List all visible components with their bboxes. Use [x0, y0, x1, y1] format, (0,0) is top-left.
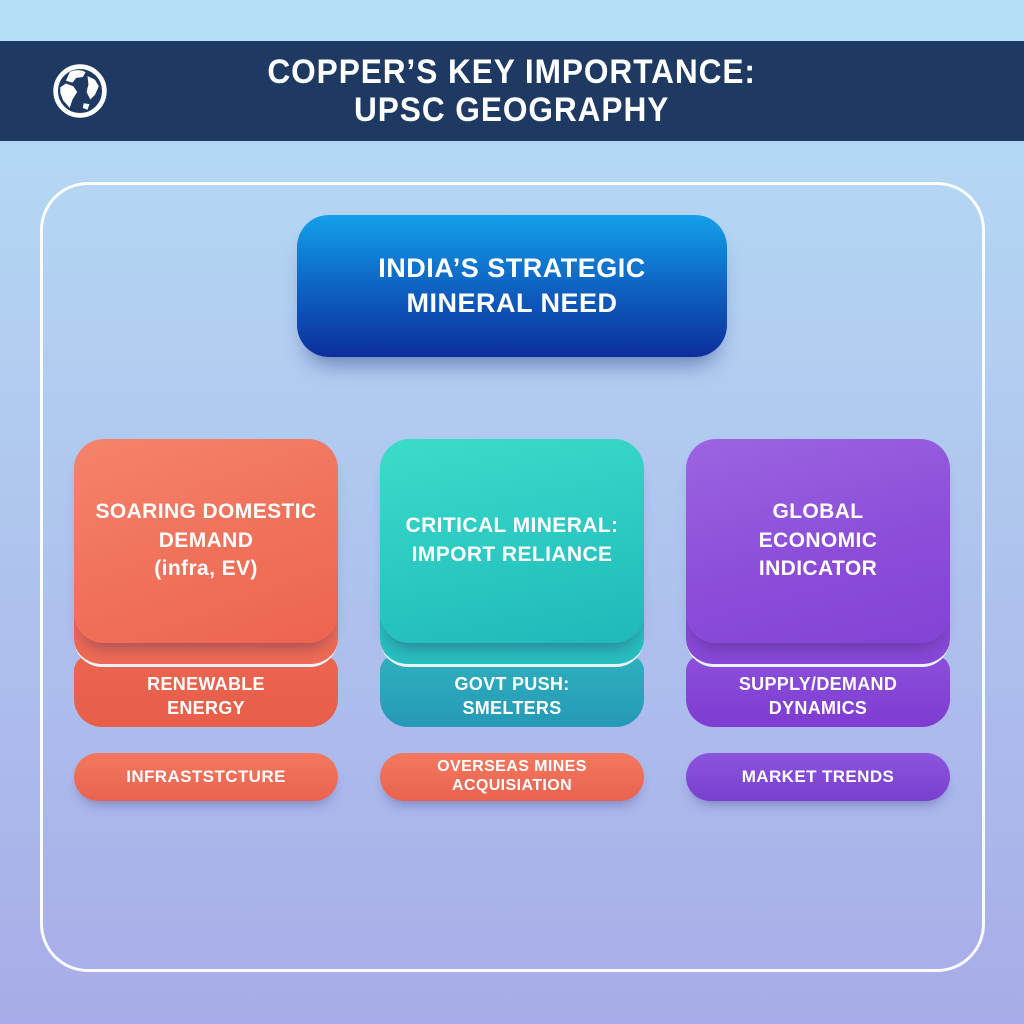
card-text-line: CRITICAL MINERAL: [405, 514, 619, 538]
card-text-line: ENERGY [167, 698, 245, 718]
pill-text-line: MARKET TRENDS [741, 766, 895, 786]
top-strip [0, 0, 1024, 41]
main-card-soaring-domestic-demand: SOARING DOMESTIC DEMAND (infra, EV) [74, 439, 338, 643]
main-card-critical-mineral-import-reliance: CRITICAL MINERAL: IMPORT RELIANCE [380, 439, 644, 643]
sub-card-renewable-energy: RENEWABLE ENERGY [74, 655, 338, 727]
root-node-strategic-mineral-need: INDIA’S STRATEGIC MINERAL NEED [297, 215, 727, 357]
card-text-line: GLOBAL [772, 499, 864, 523]
pill-market-trends: MARKET TRENDS [686, 753, 950, 801]
column-soaring-domestic-demand: SOARING DOMESTIC DEMAND (infra, EV) RENE… [74, 439, 338, 801]
card-text-line: GOVT PUSH: [454, 673, 570, 694]
pill-overseas-mines-acquisition: OVERSEAS MINES ACQUISIATION [380, 753, 644, 801]
pill-text-line: ACQUISIATION [451, 777, 573, 794]
globe-icon [50, 61, 110, 121]
column-global-economic-indicator: GLOBAL ECONOMIC INDICATOR SUPPLY/DEMAND … [686, 439, 950, 801]
page-title: COPPER’S KEY IMPORTANCE: UPSC GEOGRAPHY [268, 53, 756, 129]
page-title-line2: UPSC GEOGRAPHY [354, 91, 670, 129]
pill-text-line: OVERSEAS MINES [437, 758, 587, 776]
column-critical-mineral-import-reliance: CRITICAL MINERAL: IMPORT RELIANCE GOVT P… [380, 439, 644, 801]
card-text-line: DYNAMICS [768, 698, 868, 718]
sub-card-govt-push-smelters: GOVT PUSH: SMELTERS [380, 655, 644, 727]
sub-card-supply-demand-dynamics: SUPPLY/DEMAND DYNAMICS [686, 655, 950, 727]
card-text-line: SMELTERS [462, 698, 562, 718]
card-text-line: INDICATOR [758, 557, 878, 581]
card-text-line: DEMAND [158, 528, 254, 552]
pill-text-line: INFRASTSTCTURE [126, 766, 286, 786]
branch-columns: SOARING DOMESTIC DEMAND (infra, EV) RENE… [43, 439, 982, 801]
pill-infrastructure: INFRASTSTCTURE [74, 753, 338, 801]
card-text-line: RENEWABLE [147, 673, 265, 694]
card-text-line: ECONOMIC [758, 528, 878, 552]
header: COPPER’S KEY IMPORTANCE: UPSC GEOGRAPHY [0, 41, 1024, 141]
root-node-line2: MINERAL NEED [406, 288, 618, 318]
card-text-line: (infra, EV) [154, 557, 258, 581]
card-text-line: SUPPLY/DEMAND [738, 673, 898, 694]
main-card-global-economic-indicator: GLOBAL ECONOMIC INDICATOR [686, 439, 950, 643]
content-frame: INDIA’S STRATEGIC MINERAL NEED SOARING D… [39, 182, 985, 972]
card-text-line: IMPORT RELIANCE [411, 543, 613, 566]
root-node-line1: INDIA’S STRATEGIC [378, 252, 646, 283]
card-text-line: SOARING DOMESTIC [95, 499, 317, 523]
page-title-line1: COPPER’S KEY IMPORTANCE: [267, 52, 757, 91]
